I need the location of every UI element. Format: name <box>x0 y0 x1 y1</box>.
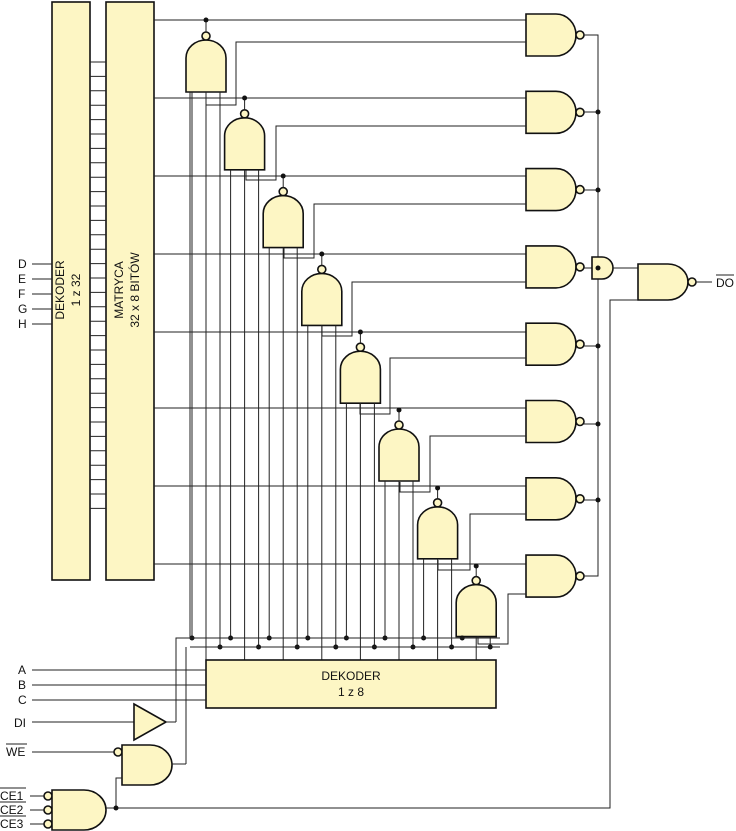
input-b-label: B <box>18 678 26 692</box>
output-nand-gate: DO <box>637 263 734 301</box>
write-nand-gate <box>223 95 266 660</box>
input-d-label: D <box>18 257 27 271</box>
decoder-8-title: DEKODER <box>321 669 381 683</box>
decoder-32-subtitle: 1 z 32 <box>69 273 83 306</box>
write-nand-gate <box>185 17 227 660</box>
write-nand-gate <box>262 173 304 660</box>
matrix-subtitle: 32 x 8 BITÓW <box>127 252 142 328</box>
output-nand-gate-row <box>525 167 585 212</box>
decoder-1-of-32: DEKODER 1 z 32 <box>51 1 91 581</box>
address-inputs-low: A B C <box>18 663 206 707</box>
output-nand-gate-row <box>525 477 585 521</box>
write-nand-gate <box>339 329 382 660</box>
data-in-label: DI <box>14 716 26 730</box>
write-nand-gate <box>416 485 459 660</box>
write-nand-gates <box>185 17 497 660</box>
decoder-32-title: DEKODER <box>53 260 67 320</box>
data-in-buffer: DI <box>14 702 176 742</box>
input-g-label: G <box>18 302 27 316</box>
output-nand-gate-row <box>525 13 585 57</box>
matrix-output-lines <box>154 19 526 565</box>
output-nand-gates <box>525 13 585 598</box>
input-f-label: F <box>18 287 25 301</box>
control-bus <box>175 92 500 764</box>
ce3-label: CE3 <box>0 817 24 831</box>
output-nand-gate-row <box>525 554 585 598</box>
input-a-label: A <box>18 663 26 677</box>
write-enable-label: WE <box>6 745 25 759</box>
input-h-label: H <box>18 317 27 331</box>
write-nand-gate <box>455 563 497 660</box>
ce1-label: CE1 <box>0 789 24 803</box>
data-out-label: DO <box>716 276 734 290</box>
output-nand-gate-row <box>525 322 585 366</box>
write-feedback-lines <box>205 41 526 645</box>
write-nand-gate <box>301 251 343 660</box>
input-e-label: E <box>18 272 26 286</box>
output-bus <box>584 34 638 577</box>
output-nand-gate-row <box>525 245 585 289</box>
chip-enable-gate: CE1 CE2 CE3 <box>0 299 638 831</box>
output-nand-gate-row <box>525 399 585 444</box>
decoder-1-of-8: DEKODER 1 z 8 <box>205 659 497 709</box>
memory-matrix: MATRYCA 32 x 8 BITÓW <box>105 1 155 581</box>
input-c-label: C <box>18 693 27 707</box>
address-inputs-high: D E F G H <box>18 257 52 331</box>
write-nand-gate <box>378 407 420 660</box>
decoder-8-subtitle: 1 z 8 <box>338 685 364 699</box>
ce2-label: CE2 <box>0 803 24 817</box>
output-nand-gate-row <box>525 90 585 135</box>
matrix-title: MATRYCA <box>112 261 126 319</box>
decoder-row-lines <box>90 61 106 509</box>
